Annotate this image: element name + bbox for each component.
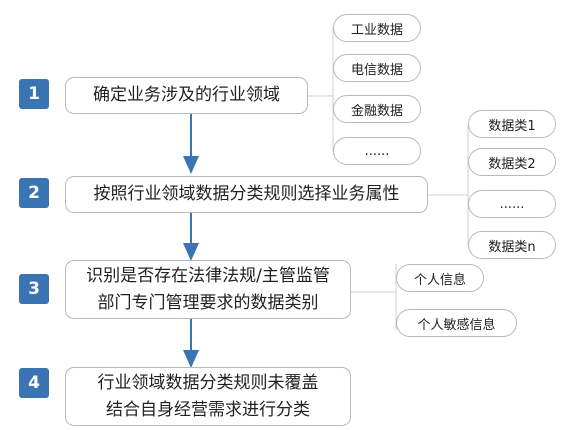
data-category-pill: 数据类n: [468, 231, 556, 259]
bracket-personal-info: [351, 264, 397, 330]
data-category-pill: ......: [468, 190, 556, 218]
bracket-data-categories: [428, 125, 469, 245]
industry-pill: 电信数据: [333, 54, 421, 82]
step-number-badge: 4: [19, 368, 49, 398]
bracket-industries: [308, 27, 334, 152]
step-box: 行业领域数据分类规则未覆盖 结合自身经营需求进行分类: [65, 367, 351, 426]
step-box: 确定业务涉及的行业领域: [65, 77, 308, 114]
step-text: 识别是否存在法律法规/主管监管: [86, 265, 330, 286]
step-number-badge: 2: [19, 178, 49, 208]
industry-pill: 金融数据: [333, 95, 421, 123]
industry-pill: 工业数据: [333, 14, 421, 42]
personal-info-pill: 个人信息: [396, 264, 484, 292]
personal-info-pill: 个人敏感信息: [396, 309, 517, 337]
data-category-pill: 数据类2: [468, 148, 556, 176]
industry-pill: ......: [333, 137, 421, 165]
step-box: 识别是否存在法律法规/主管监管 部门专门管理要求的数据类别: [65, 260, 351, 319]
step-text: 部门专门管理要求的数据类别: [97, 292, 319, 313]
step-number-badge: 1: [19, 79, 49, 109]
step-text: 行业领域数据分类规则未覆盖: [97, 372, 319, 393]
data-category-pill: 数据类1: [468, 110, 556, 138]
step-text: 结合自身经营需求进行分类: [106, 399, 310, 420]
step-number-badge: 3: [19, 274, 49, 304]
step-text: 确定业务涉及的行业领域: [93, 85, 280, 105]
step-box: 按照行业领域数据分类规则选择业务属性: [65, 176, 428, 213]
step-text: 按照行业领域数据分类规则选择业务属性: [93, 184, 400, 204]
